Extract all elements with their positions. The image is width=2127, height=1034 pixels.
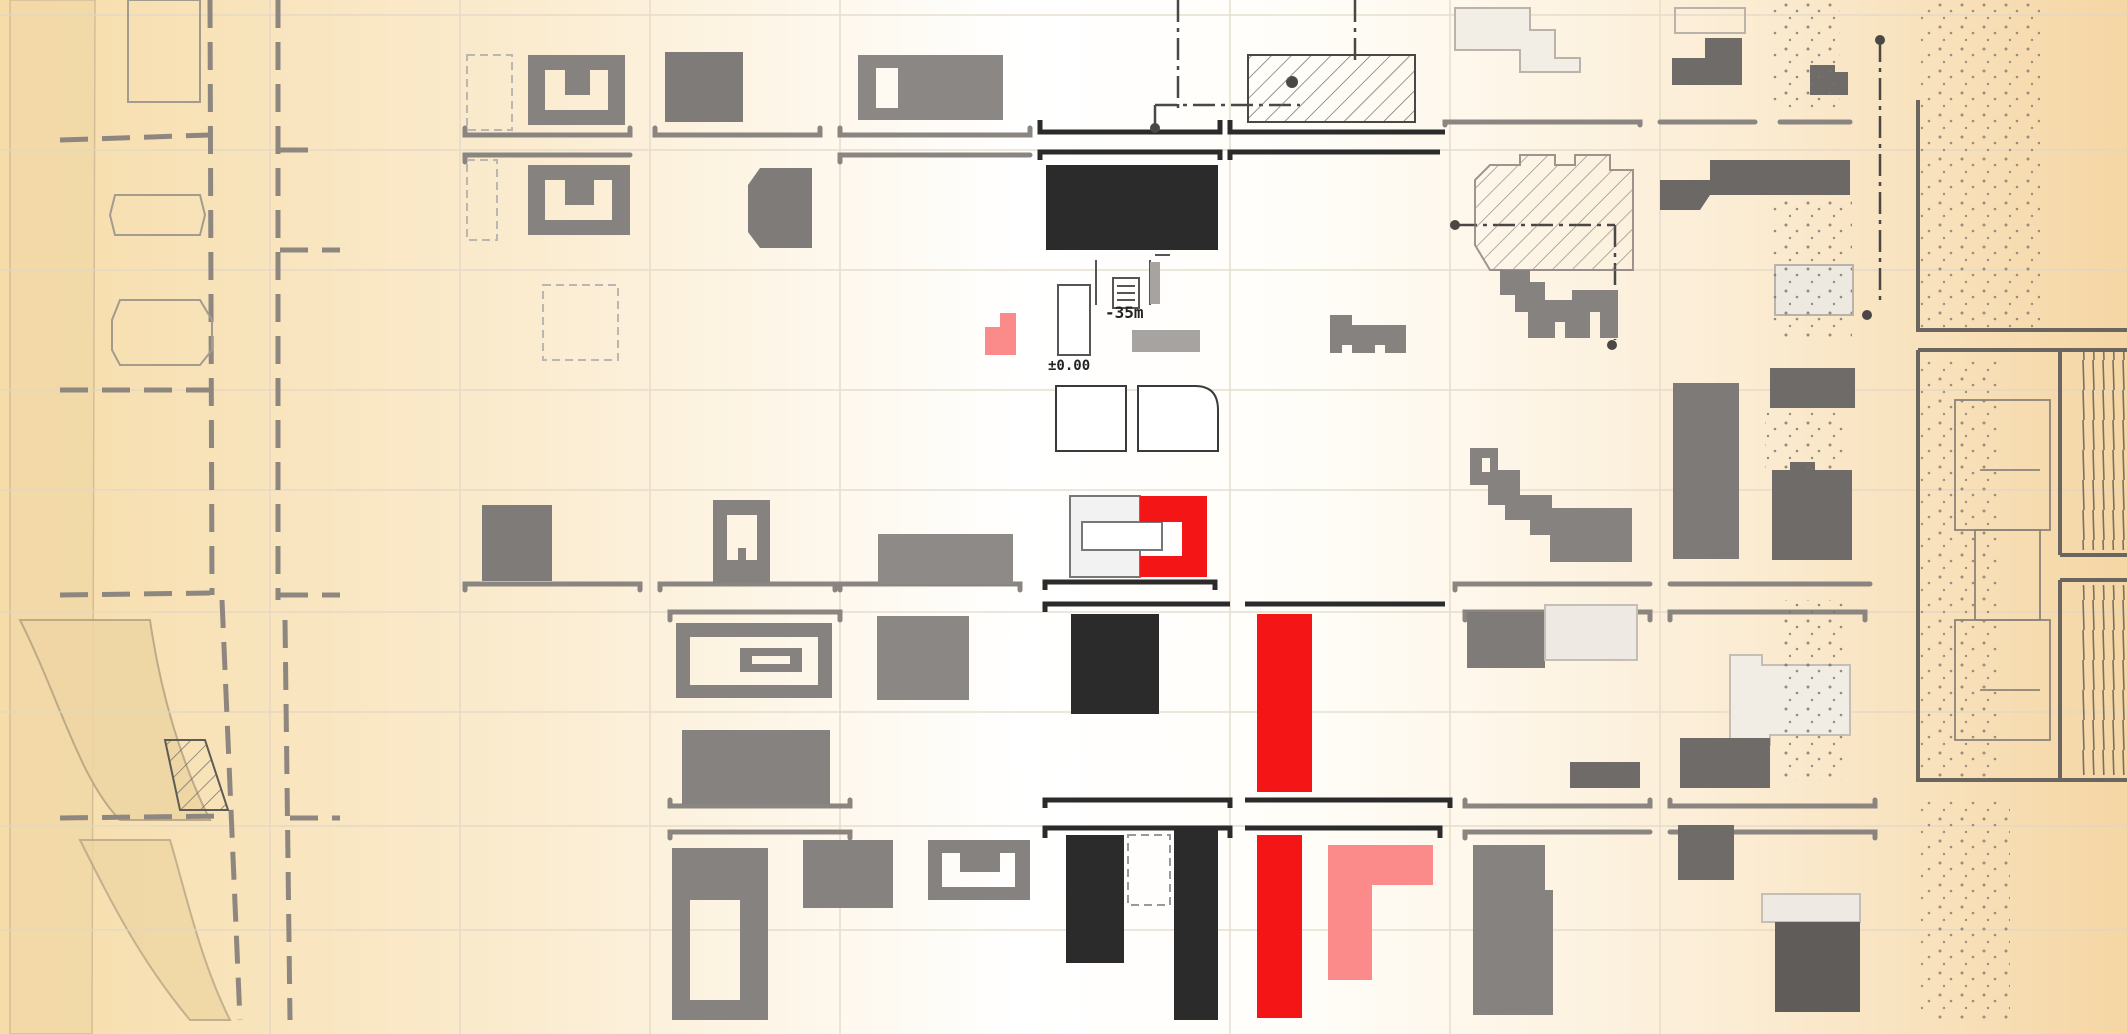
courtyard-building	[928, 840, 1030, 900]
dotted-park	[1920, 360, 2000, 780]
graphite-building	[803, 840, 893, 908]
waterfront-structure	[1916, 100, 2127, 782]
light-building	[1674, 7, 1746, 34]
dark-building	[1066, 835, 1124, 963]
river-pavilion	[127, 0, 201, 103]
graphite-building	[1132, 330, 1200, 352]
dark-building	[1174, 830, 1218, 1020]
outline-building-inner	[1081, 521, 1163, 551]
graphite-building	[748, 168, 812, 248]
courtyard-building	[676, 623, 832, 698]
hatched-plot	[163, 739, 230, 811]
axis-node	[1607, 340, 1617, 350]
light-building	[1761, 893, 1861, 923]
graphite-building	[877, 616, 969, 700]
red-highlight-building	[1140, 496, 1207, 577]
courtyard-building	[528, 165, 630, 235]
river-strip	[9, 0, 232, 1034]
dotted-park	[1920, 800, 2010, 1020]
central-corridor-lines	[1037, 120, 1453, 838]
dotted-park	[1780, 600, 1850, 780]
river-pavilion	[111, 299, 213, 366]
dashed-avenues	[59, 0, 340, 1021]
graphite-building	[1150, 262, 1160, 304]
axis-node	[1150, 123, 1160, 133]
graphite-building	[1660, 160, 1850, 210]
axis-node	[1862, 310, 1872, 320]
landscape-zones	[1765, 0, 2040, 1020]
dotted-park	[1765, 412, 1845, 472]
planned-building-outline	[466, 54, 513, 131]
planned-building-outline	[1127, 834, 1171, 906]
red-highlight-building	[1257, 835, 1302, 1018]
pink-highlight-building	[1328, 845, 1433, 980]
graphite-building	[1772, 462, 1852, 560]
hatched-building	[1474, 154, 1634, 271]
dark-building	[1200, 180, 1218, 230]
courtyard-building	[528, 55, 625, 125]
dark-building	[1071, 614, 1159, 714]
stair-diagram	[1057, 254, 1170, 356]
west-buildings	[108, 0, 1030, 1020]
graphite-building	[1678, 825, 1734, 880]
axis-node	[1875, 35, 1885, 45]
dotted-park	[1920, 0, 2040, 330]
dark-building	[1046, 165, 1218, 250]
graphite-building	[1775, 922, 1860, 1012]
graphite-building	[682, 730, 830, 804]
street-edges	[462, 119, 1878, 841]
dotted-park	[1772, 198, 1852, 338]
hatched-building	[1247, 54, 1416, 123]
east-buildings	[1454, 7, 1861, 1015]
light-building	[1454, 7, 1581, 73]
graphite-building	[1673, 383, 1739, 559]
graphite-building	[1473, 845, 1553, 1015]
red-highlight-building	[1257, 614, 1312, 792]
graphite-building	[1680, 738, 1770, 788]
graphite-building	[1770, 368, 1855, 408]
dotted-park	[1772, 0, 1840, 112]
graphite-building	[1672, 38, 1742, 85]
courtyard-building	[1500, 270, 1618, 338]
graphite-building	[858, 55, 1003, 120]
pier-texture	[2075, 585, 2127, 775]
pier-texture	[2075, 350, 2127, 550]
axis-node	[1450, 220, 1460, 230]
graphite-building	[482, 505, 552, 581]
planned-building-outline	[466, 159, 498, 241]
graphite-building	[878, 534, 1013, 584]
graphite-building	[665, 52, 743, 122]
graphite-building	[672, 848, 768, 1020]
light-building	[1544, 604, 1638, 661]
datum-label: ±0.00	[1048, 358, 1090, 374]
outline-building	[1055, 385, 1127, 452]
graphite-building	[713, 500, 770, 583]
courtyard-building-inner	[740, 648, 802, 672]
courtyard-building	[1470, 448, 1632, 562]
outline-building	[1137, 385, 1219, 452]
central-spine: -35m ±0.00	[985, 54, 1433, 1020]
graphite-building	[1467, 612, 1545, 668]
depth-label: -35m	[1105, 303, 1144, 322]
graphite-building	[1570, 762, 1640, 788]
river-pavilion	[108, 194, 207, 236]
courtyard-building	[1330, 315, 1406, 353]
pink-highlight-building	[985, 313, 1016, 355]
planned-building-outline	[542, 284, 619, 361]
